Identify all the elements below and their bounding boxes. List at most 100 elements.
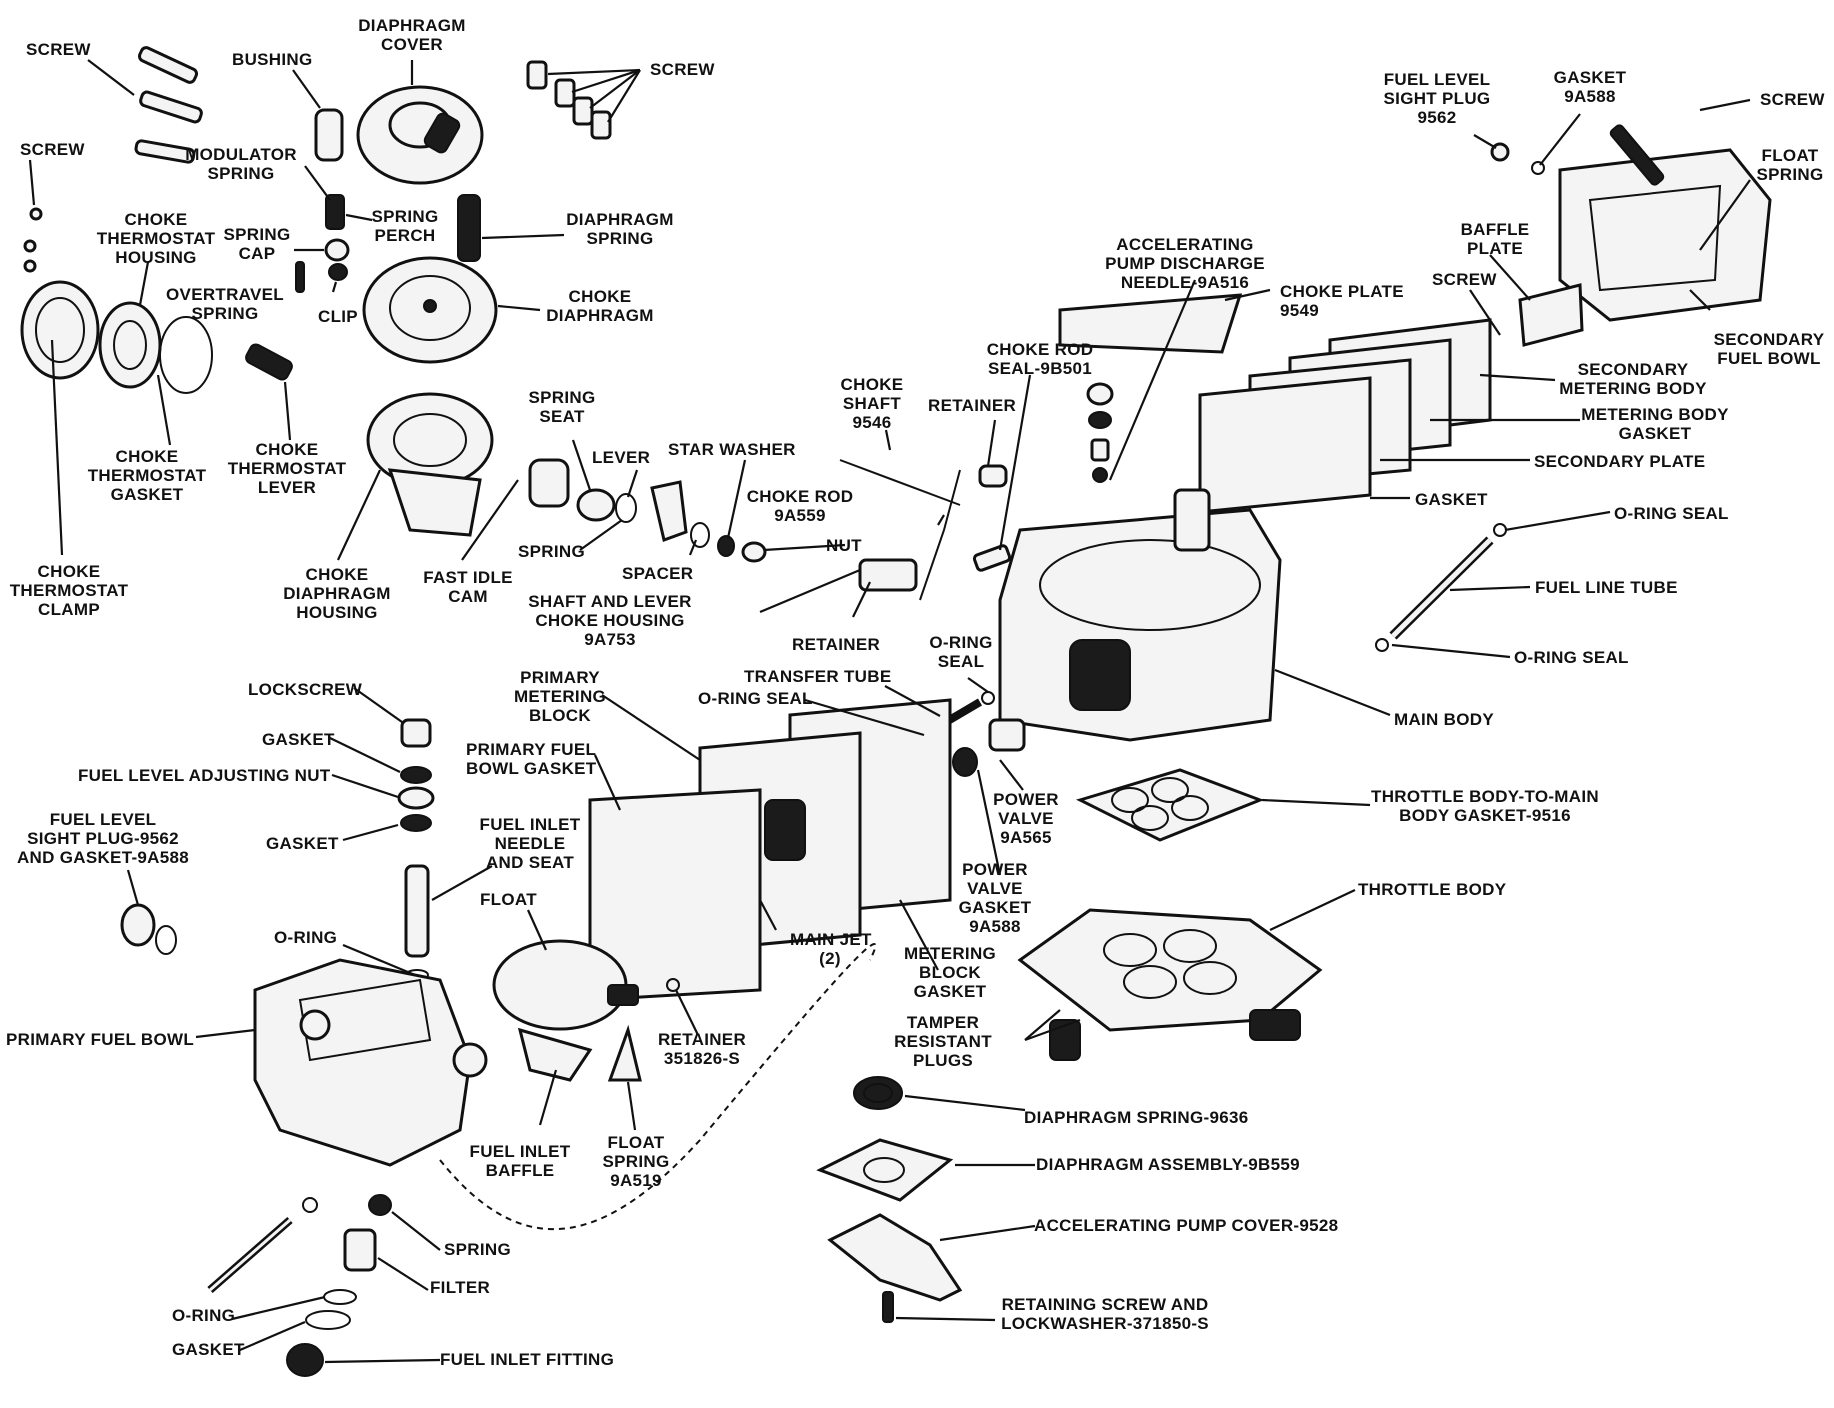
diaphragm-cover-part [356,85,484,185]
label-lever: LEVER [592,448,651,467]
float-part [492,939,639,1082]
label-fast-idle-cam: FAST IDLE CAM [423,568,513,606]
primary-fuel-bowl-part [253,958,488,1167]
label-fuel-inlet-baffle: FUEL INLET BAFFLE [469,1142,571,1180]
label-main-jet: MAIN JET (2) [790,930,872,968]
label-spacer: SPACER [622,564,694,583]
label-lockscrew: LOCKSCREW [248,680,363,699]
label-clip: CLIP [318,307,358,326]
leader-lines [28,59,1751,1364]
label-modulator-spring: MODULATOR SPRING [185,145,297,183]
label-primary-fuel-bowl-gasket: PRIMARY FUEL BOWL GASKET [466,740,597,778]
label-gasket-right: GASKET [1415,490,1488,509]
label-transfer-tube: TRANSFER TUBE [744,667,892,686]
label-screw-right: SCREW [1760,90,1825,109]
main-body-part [998,488,1282,742]
label-screw-top-center: SCREW [650,60,715,79]
choke-thermostat-parts [20,280,293,394]
label-throttle-body: THROTTLE BODY [1358,880,1507,899]
choke-diaphragm-housing-part [366,392,494,537]
baffle-plate-part [1518,283,1584,347]
label-power-valve: POWER VALVE 9A565 [993,790,1059,847]
label-choke-rod-seal: CHOKE ROD SEAL-9B501 [986,340,1094,378]
label-secondary-metering-body: SECONDARY METERING BODY [1559,360,1707,398]
label-fuel-level-adjusting-nut: FUEL LEVEL ADJUSTING NUT [78,766,331,785]
label-spring-perch: SPRING PERCH [371,207,439,245]
label-choke-thermostat-lever: CHOKE THERMOSTAT LEVER [227,440,347,497]
label-secondary-fuel-bowl: SECONDARY FUEL BOWL [1713,330,1825,368]
label-fuel-inlet-fitting: FUEL INLET FITTING [440,1350,615,1369]
secondary-fuel-bowl-part [1490,124,1772,322]
float-spring-part [607,978,680,1082]
diaphragm-spring-part [457,194,481,262]
label-metering-body-gasket: METERING BODY GASKET [1581,405,1729,443]
screw-parts-top-center [526,60,612,140]
label-o-ring-seal-top: O-RING SEAL [1614,504,1729,523]
choke-shaft-parts [839,459,1012,601]
label-screw-baffle: SCREW [1432,270,1497,289]
label-shaft-and-lever: SHAFT AND LEVER CHOKE HOUSING 9A753 [528,592,692,649]
label-choke-diaphragm-housing: CHOKE DIAPHRAGM HOUSING [283,565,391,622]
choke-linkage-parts [528,458,767,563]
label-choke-plate: CHOKE PLATE 9549 [1280,282,1404,320]
label-fuel-inlet-needle: FUEL INLET NEEDLE AND SEAT [479,815,581,872]
label-spring: SPRING [518,542,585,561]
label-retainer-lower: RETAINER [792,635,881,654]
label-baffle-plate: BAFFLE PLATE [1460,220,1530,258]
label-choke-thermostat-housing: CHOKE THERMOSTAT HOUSING [96,210,216,267]
choke-diaphragm-part [362,256,498,364]
label-choke-thermostat-clamp: CHOKE THERMOSTAT CLAMP [9,562,129,619]
primary-metering-block-stack [588,698,952,1002]
throttle-body-part [1017,908,1323,1061]
label-diaphragm-spring: DIAPHRAGM SPRING [566,210,674,248]
label-o-ring-seal-center: O-RING SEAL [929,633,993,671]
label-o-ring-bottom: O-RING [172,1306,236,1325]
label-choke-shaft: CHOKE SHAFT 9546 [840,375,904,432]
label-retaining-screw: RETAINING SCREW AND LOCKWASHER-371850-S [1001,1295,1209,1333]
label-gasket-bottom: GASKET [172,1340,245,1359]
fuel-level-adjust-stack [120,718,435,981]
label-choke-thermostat-gasket: CHOKE THERMOSTAT GASKET [87,447,207,504]
label-float: FLOAT [480,890,537,909]
flow-path-line [439,943,877,1231]
label-choke-rod: CHOKE ROD 9A559 [746,487,854,525]
modulator-spring-part [295,194,350,293]
screw-parts-top-left [23,46,203,273]
label-diaphragm-spring-9636: DIAPHRAGM SPRING-9636 [1024,1108,1249,1127]
label-retainer-choke: RETAINER [928,396,1017,415]
label-spring-seat: SPRING SEAT [528,388,596,426]
secondary-metering-stack [1198,318,1492,514]
label-main-body: MAIN BODY [1394,710,1494,729]
label-secondary-plate: SECONDARY PLATE [1534,452,1706,471]
label-bushing: BUSHING [232,50,313,69]
label-primary-fuel-bowl: PRIMARY FUEL BOWL [6,1030,195,1049]
label-fuel-level-sight-plug-left: FUEL LEVEL SIGHT PLUG-9562 AND GASKET-9A… [16,810,189,867]
label-throttle-body-gasket: THROTTLE BODY-TO-MAIN BODY GASKET-9516 [1371,787,1599,825]
label-o-ring-seal-bottom: O-RING SEAL [1514,648,1629,667]
label-float-spring-9a519: FLOAT SPRING 9A519 [602,1133,670,1190]
choke-plate-part [1058,293,1243,354]
label-primary-metering-block: PRIMARY METERING BLOCK [513,668,607,725]
label-overtravel-spring: OVERTRAVEL SPRING [166,285,284,323]
label-o-ring-left: O-RING [274,928,338,947]
throttle-body-gasket-part [1075,768,1265,842]
fuel-line-tube-part [1375,523,1507,652]
label-gasket-2: GASKET [266,834,339,853]
label-star-washer: STAR WASHER [668,440,796,459]
label-screw-left: SCREW [20,140,85,159]
label-tamper-resistant-plugs: TAMPER RESISTANT PLUGS [894,1013,992,1070]
label-fuel-level-sight-plug-top: FUEL LEVEL SIGHT PLUG 9562 [1383,70,1491,127]
label-diaphragm-assembly: DIAPHRAGM ASSEMBLY-9B559 [1036,1155,1300,1174]
label-screw-top-left: SCREW [26,40,91,59]
label-choke-diaphragm: CHOKE DIAPHRAGM [546,287,654,325]
fuel-inlet-parts [207,1194,392,1377]
label-retainer-351826: RETAINER 351826-S [657,1030,747,1068]
label-float-spring-right: FLOAT SPRING [1756,146,1824,184]
label-spring-cap: SPRING CAP [223,225,291,263]
bushing-part [314,108,344,162]
label-diaphragm-cover: DIAPHRAGM COVER [358,16,466,54]
label-fuel-line-tube: FUEL LINE TUBE [1535,578,1678,597]
label-accelerating-pump-needle: ACCELERATING PUMP DISCHARGE NEEDLE-9A516 [1105,235,1265,292]
